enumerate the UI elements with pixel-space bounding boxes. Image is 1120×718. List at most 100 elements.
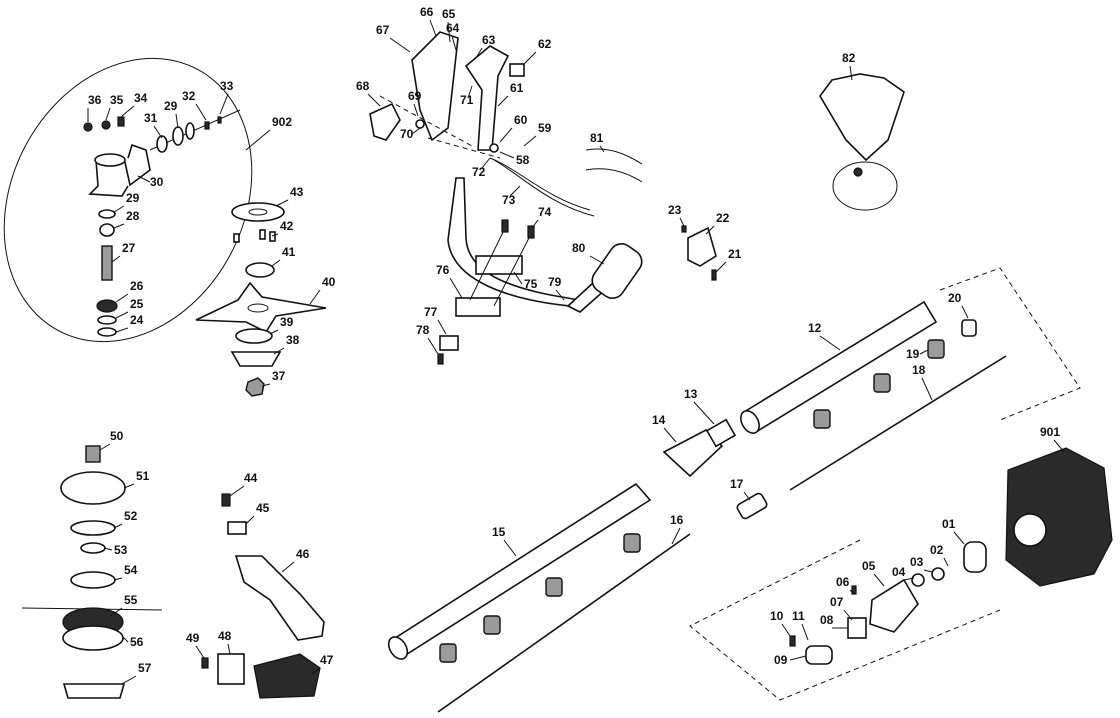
callout-17: 17 [730,477,751,501]
callout-81: 81 [590,131,605,153]
svg-text:64: 64 [446,21,460,35]
callout-45: 45 [245,501,270,525]
callout-01: 01 [942,517,965,545]
svg-text:26: 26 [130,279,144,293]
svg-text:38: 38 [286,333,300,347]
svg-text:27: 27 [122,241,136,255]
callout-72: 72 [472,157,491,179]
callout-15: 15 [492,525,517,557]
svg-text:02: 02 [930,543,944,557]
callout-66: 66 [420,5,437,37]
callout-40: 40 [309,275,336,305]
svg-text:33: 33 [220,79,234,93]
svg-text:14: 14 [652,413,666,427]
callout-22: 22 [705,211,730,235]
callout-05: 05 [862,559,885,587]
svg-text:16: 16 [670,513,684,527]
callout-38: 38 [273,333,300,355]
svg-text:45: 45 [256,501,270,515]
svg-text:50: 50 [110,429,124,443]
callout-73: 73 [502,185,521,207]
svg-text:58: 58 [516,153,530,167]
svg-text:71: 71 [460,93,474,107]
guard-group [201,493,325,699]
svg-text:29: 29 [126,191,140,205]
callout-50: 50 [99,429,124,451]
svg-text:70: 70 [400,127,414,141]
callout-07: 07 [830,595,853,621]
svg-text:66: 66 [420,5,434,19]
svg-text:01: 01 [942,517,956,531]
svg-text:53: 53 [114,543,128,557]
callout-69: 69 [408,89,422,117]
svg-text:48: 48 [218,629,232,643]
callout-902: 902 [245,115,292,151]
callout-44: 44 [229,471,258,497]
callout-23: 23 [668,203,685,227]
svg-text:59: 59 [538,121,552,135]
callout-28: 28 [113,209,140,229]
callout-78: 78 [416,323,439,355]
svg-text:24: 24 [130,313,144,327]
callout-14: 14 [652,413,677,443]
svg-text:63: 63 [482,33,496,47]
svg-text:20: 20 [948,291,962,305]
callout-27: 27 [111,241,136,263]
callout-21: 21 [715,247,742,273]
svg-text:44: 44 [244,471,258,485]
svg-text:51: 51 [136,469,150,483]
svg-text:82: 82 [842,51,856,65]
callout-80: 80 [572,241,605,265]
svg-text:11: 11 [792,609,805,623]
gearbox-group [3,57,327,397]
callout-58: 58 [499,151,530,167]
svg-text:06: 06 [836,575,850,589]
svg-text:47: 47 [320,653,334,667]
callout-10: 10 [770,609,791,637]
svg-text:40: 40 [322,275,336,289]
callout-49: 49 [186,631,205,659]
svg-text:39: 39 [280,315,294,329]
svg-text:03: 03 [910,555,924,569]
svg-text:23: 23 [668,203,682,217]
callout-13: 13 [684,387,715,425]
svg-text:35: 35 [110,93,124,107]
callout-30: 30 [137,175,164,189]
callout-42: 42 [271,219,294,237]
svg-text:17: 17 [730,477,744,491]
callout-11: 11 [792,609,809,641]
callout-71: 71 [460,85,474,107]
svg-text:22: 22 [716,211,730,225]
callout-08: 08 [820,613,848,629]
svg-text:25: 25 [130,297,144,311]
svg-text:65: 65 [442,7,456,21]
callout-20: 20 [948,291,969,319]
svg-text:73: 73 [502,193,516,207]
svg-text:43: 43 [290,185,304,199]
svg-text:81: 81 [590,131,604,145]
svg-text:42: 42 [280,219,294,233]
svg-text:54: 54 [124,563,138,577]
svg-text:30: 30 [150,175,164,189]
callout-04: 04 [892,565,915,581]
callout-12: 12 [808,321,841,351]
callout-18: 18 [912,363,933,401]
svg-text:79: 79 [548,275,562,289]
svg-text:19: 19 [906,347,920,361]
callout-82: 82 [842,51,856,81]
svg-text:77: 77 [424,305,438,319]
svg-text:04: 04 [892,565,906,579]
callout-09: 09 [774,653,807,667]
svg-text:902: 902 [272,115,292,129]
svg-text:74: 74 [538,205,552,219]
callout-34: 34 [121,91,148,117]
callout-26: 26 [115,279,144,303]
callout-47: 47 [311,653,334,675]
callout-33: 33 [219,79,234,115]
clip-group [681,225,717,281]
callout-24: 24 [115,313,144,333]
tube-group [387,267,1113,713]
svg-text:05: 05 [862,559,876,573]
callout-68: 68 [356,79,381,107]
